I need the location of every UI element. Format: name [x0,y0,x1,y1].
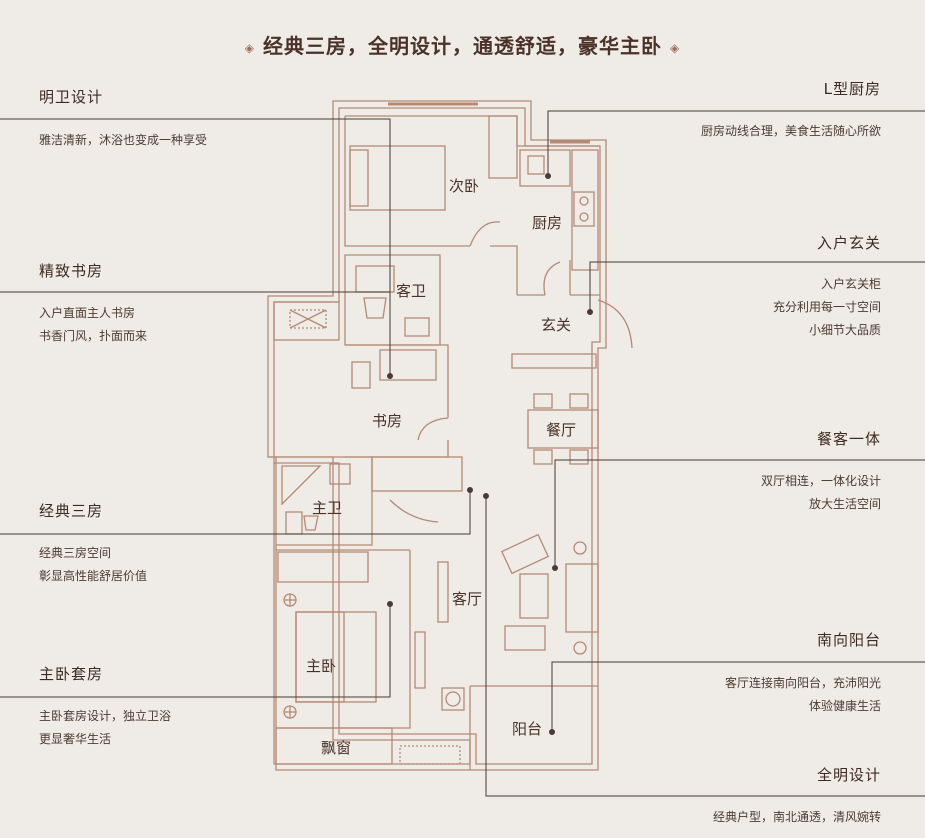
desc-line: 双厅相连，一体化设计 [760,474,881,488]
desc-line: 书香门风，扑面而来 [39,329,148,343]
feature-desc-allbright: 经典户型，南北通透，清风婉转 [713,806,881,829]
title-text: 经典三房，全明设计，通透舒适，豪华主卧 [263,34,662,58]
feature-desc-dining: 双厅相连，一体化设计 放大生活空间 [761,470,881,516]
desc-line: 客厅连接南向阳台，充沛阳光 [724,676,881,690]
sofa-main [565,563,599,633]
leader-master [0,604,391,698]
desc-line: 更显奢华生活 [39,732,112,746]
dining-table [527,409,599,449]
desc-line: 雅洁清新，沐浴也变成一种享受 [39,133,208,147]
wall-master-bath [276,456,373,546]
room-label-foyer: 玄关 [541,316,572,334]
feature-heading-bathroom: 明卫设计 [39,88,104,106]
feature-heading-study: 精致书房 [39,262,104,280]
room-label-bedroom2: 次卧 [449,177,480,195]
desc-line: 彰显高性能舒居价值 [39,569,148,583]
feature-heading-three-rooms: 经典三房 [39,502,104,520]
feature-heading-balcony: 南向阳台 [816,631,881,649]
desc-line: 入户玄关柜 [820,277,881,291]
feature-desc-bathroom: 雅洁清新，沐浴也变成一种享受 [39,129,207,152]
room-label-living: 客厅 [452,590,483,608]
feature-heading-foyer: 入户玄关 [816,234,881,252]
desc-line: 入户直面主人书房 [39,306,136,320]
room-label-master-bath: 主卫 [312,499,343,517]
feature-heading-master: 主卧套房 [39,665,104,683]
feature-desc-balcony: 客厅连接南向阳台，充沛阳光 体验健康生活 [725,672,881,718]
wall-bedroom2 [344,115,518,295]
leader-three-rooms [0,490,471,535]
feature-desc-three-rooms: 经典三房空间 彰显高性能舒居价值 [39,542,147,588]
leader-dining [554,459,925,568]
room-label-bay-window: 飘窗 [321,739,352,757]
diamond-marker-right-icon: ◈ [670,40,681,55]
desc-line: 放大生活空间 [808,497,881,511]
desc-line: 主卧套房设计，独立卫浴 [39,709,172,723]
bed-bedroom2 [349,145,446,211]
diamond-marker-left-icon: ◈ [244,40,255,55]
leader-balcony [551,661,925,732]
desc-line: 经典三房空间 [39,546,112,560]
feature-heading-allbright: 全明设计 [816,766,881,784]
feature-desc-kitchen: 厨房动线合理，美食生活随心所欲 [701,120,881,143]
feature-desc-study: 入户直面主人书房 书香门风，扑面而来 [39,302,147,348]
leader-foyer [589,261,925,312]
leader-bathroom [0,118,391,376]
feature-desc-master: 主卧套房设计，独立卫浴 更显奢华生活 [39,705,171,751]
feature-desc-foyer: 入户玄关柜 充分利用每一寸空间 小细节大品质 [773,273,881,342]
desc-line: 体验健康生活 [808,699,881,713]
wall-kitchen [517,145,600,296]
room-label-dining: 餐厅 [546,421,577,439]
outer-wall-extension [268,456,470,771]
desc-line: 充分利用每一寸空间 [772,300,881,314]
room-label-kitchen: 厨房 [532,214,563,232]
feature-heading-dining: 餐客一体 [816,430,881,448]
room-label-master-bedroom: 主卧 [306,657,337,675]
feature-heading-kitchen: L型厨房 [823,80,881,98]
room-label-study: 书房 [372,412,403,430]
room-label-balcony: 阳台 [512,720,543,738]
desc-line: 经典户型，南北通透，清风婉转 [712,810,881,824]
leader-kitchen [547,110,925,176]
wall-balcony [469,685,598,764]
room-label-guest-bath: 客卫 [396,282,427,300]
leader-allbright [485,496,925,797]
desc-line: 厨房动线合理，美食生活随心所欲 [700,124,881,138]
desc-line: 小细节大品质 [808,323,881,337]
page-title: ◈ 经典三房，全明设计，通透舒适，豪华主卧 ◈ [0,30,925,59]
